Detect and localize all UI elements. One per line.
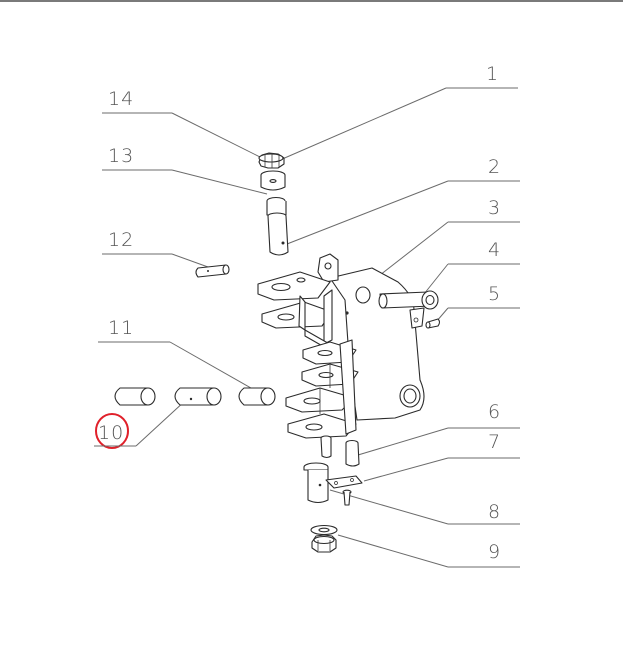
- king-pin-top: [266, 196, 289, 256]
- callout-14: 14: [102, 88, 267, 161]
- callout-6: 6: [357, 401, 520, 456]
- callout-5-number: 5: [488, 283, 501, 305]
- castle-nut-top: [258, 152, 285, 169]
- castle-nut-bottom: [311, 534, 337, 553]
- callout-12-number: 12: [108, 229, 134, 251]
- callout-2: 2: [286, 156, 520, 245]
- callout-8-number: 8: [488, 501, 501, 523]
- pivot-shaft: [378, 290, 439, 329]
- lower-pin-short: [320, 435, 332, 459]
- callout-3-number: 3: [488, 197, 501, 219]
- small-pin: [425, 318, 441, 329]
- bolt: [342, 489, 352, 506]
- bottom-washer: [310, 524, 338, 536]
- callout-1: 1: [279, 63, 518, 161]
- highlight-circle: [95, 413, 129, 449]
- callout-10-number: 10: [98, 422, 124, 444]
- callout-4-number: 4: [488, 239, 501, 261]
- bushing-left: [114, 387, 156, 406]
- callout-10: 10: [94, 399, 187, 449]
- callout-4: 4: [419, 239, 520, 300]
- callout-12: 12: [102, 229, 209, 268]
- callout-11-number: 11: [108, 317, 134, 339]
- callout-1-number: 1: [486, 63, 499, 85]
- callout-5: 5: [435, 283, 520, 323]
- washer-bushing: [260, 170, 286, 191]
- callout-2-number: 2: [488, 156, 501, 178]
- main-bracket: [257, 253, 425, 439]
- callout-8: 8: [329, 489, 520, 525]
- sleeve-pin: [345, 439, 360, 467]
- callout-9: 9: [337, 534, 520, 568]
- lock-plate: [325, 475, 363, 489]
- callout-14-number: 14: [108, 88, 134, 110]
- callout-11: 11: [98, 317, 259, 393]
- callout-13: 13: [102, 145, 268, 195]
- callout-6-number: 6: [488, 401, 501, 423]
- callout-7-number: 7: [488, 431, 501, 453]
- callout-13-number: 13: [108, 145, 134, 167]
- bushing-middle: [174, 387, 222, 406]
- bushing-right: [238, 387, 276, 406]
- top-rule: [0, 0, 623, 2]
- roll-pin: [195, 264, 230, 278]
- callout-9-number: 9: [488, 541, 501, 563]
- callout-7: 7: [363, 431, 520, 482]
- king-pin-bottom: [303, 462, 329, 504]
